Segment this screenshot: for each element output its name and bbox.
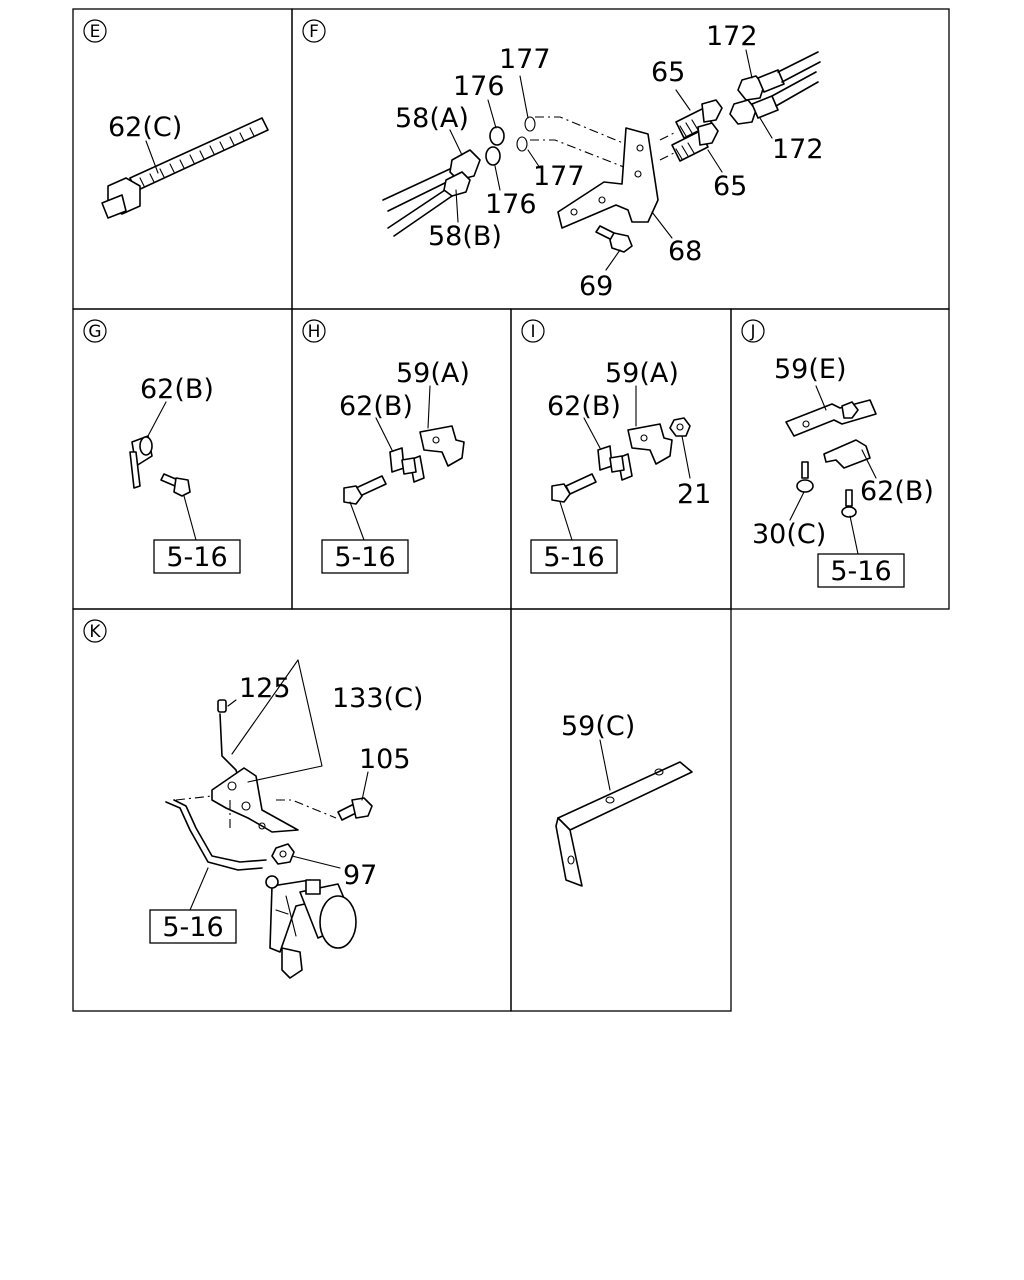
reference-box: 5-16 [530, 539, 618, 574]
clip-part [389, 447, 425, 483]
callout-label: 59(E) [774, 354, 846, 385]
svg-text:I: I [530, 322, 535, 342]
panel-id-badge: E [83, 19, 107, 43]
panel-id-badge: H [302, 319, 326, 343]
callout-label: 58(B) [428, 221, 502, 252]
clip-part [129, 435, 153, 489]
flare-nut-part [729, 69, 785, 125]
bolt-part [595, 225, 633, 253]
callout-label: 21 [677, 479, 711, 510]
bolt-part [551, 473, 597, 503]
bracket-part [557, 127, 659, 229]
actuator-part [265, 875, 357, 979]
callout-label: 176 [453, 71, 505, 102]
callout-label: 177 [533, 161, 585, 192]
svg-text:5-16: 5-16 [334, 542, 395, 573]
callout-label: 59(C) [561, 711, 635, 742]
bolt-part [337, 797, 373, 821]
callout-label: 176 [485, 189, 537, 220]
clip-part [597, 445, 633, 481]
svg-text:J: J [749, 322, 755, 342]
callout-label: 62(B) [547, 391, 621, 422]
callout-label: 30(C) [752, 519, 826, 550]
callout-label: 59(A) [605, 358, 679, 389]
bolt-part [343, 475, 387, 505]
panel-id-badge: J [741, 319, 765, 343]
callout-label: 105 [359, 744, 411, 775]
panel-k: K [83, 619, 423, 979]
callout-label: 133(C) [332, 683, 423, 714]
callout-label: 65 [713, 171, 747, 202]
svg-text:5-16: 5-16 [830, 556, 891, 587]
bracket-part [627, 423, 673, 465]
panel-id-badge: G [83, 319, 107, 343]
panel-frames [72, 8, 950, 1012]
bracket-part [419, 425, 465, 467]
bracket-part [785, 399, 877, 437]
washer-part [485, 116, 536, 166]
bracket-part [211, 767, 299, 833]
svg-text:G: G [88, 322, 101, 342]
pin-part [217, 699, 227, 713]
svg-text:5-16: 5-16 [166, 542, 227, 573]
panel-id-badge: F [302, 19, 326, 43]
cable-tie-part [101, 117, 269, 219]
callout-label: 172 [706, 21, 758, 52]
bracket-part [555, 761, 693, 887]
bolt-part [160, 473, 191, 497]
callout-label: 58(A) [395, 103, 469, 134]
svg-text:F: F [309, 22, 319, 42]
panel-i: I 59(A) 62(B) 21 5-16 [521, 319, 711, 574]
reference-box: 5-16 [817, 553, 905, 588]
callout-label: 125 [239, 673, 291, 704]
reference-box: 5-16 [321, 539, 409, 574]
panel-h: H 59(A) 62(B) 5-16 [302, 319, 470, 574]
panel-id-badge: K [83, 619, 107, 643]
callout-label: 62(C) [108, 112, 182, 143]
reference-box: 5-16 [149, 909, 237, 944]
svg-text:H: H [308, 322, 321, 342]
clip-part [823, 439, 871, 469]
union-part [671, 99, 723, 162]
callout-label: 97 [343, 860, 377, 891]
svg-text:K: K [89, 622, 101, 642]
nut-part [669, 417, 691, 437]
callout-label: 68 [668, 236, 702, 267]
panel-f: F [302, 19, 824, 302]
reference-box: 5-16 [153, 539, 241, 574]
panel-e: E 62(C) [83, 19, 269, 219]
panel-g: G 62(B) 5-16 [83, 319, 241, 574]
callout-label: 172 [772, 134, 824, 165]
nut-part [271, 843, 295, 865]
callout-label: 59(A) [396, 358, 470, 389]
svg-text:5-16: 5-16 [543, 542, 604, 573]
svg-text:E: E [90, 22, 101, 42]
callout-label: 69 [579, 271, 613, 302]
screw-part [796, 461, 857, 518]
callout-label: 62(B) [860, 476, 934, 507]
panel-id-badge: I [521, 319, 545, 343]
flare-nut-part [443, 149, 481, 197]
svg-text:5-16: 5-16 [162, 912, 223, 943]
callout-label: 62(B) [140, 374, 214, 405]
callout-label: 65 [651, 57, 685, 88]
callout-label: 177 [499, 44, 551, 75]
callout-label: 62(B) [339, 391, 413, 422]
panel-j: J 59(E) 62(B) 30(C) 5-16 [741, 319, 934, 588]
panel-59c: 59(C) [555, 711, 693, 887]
